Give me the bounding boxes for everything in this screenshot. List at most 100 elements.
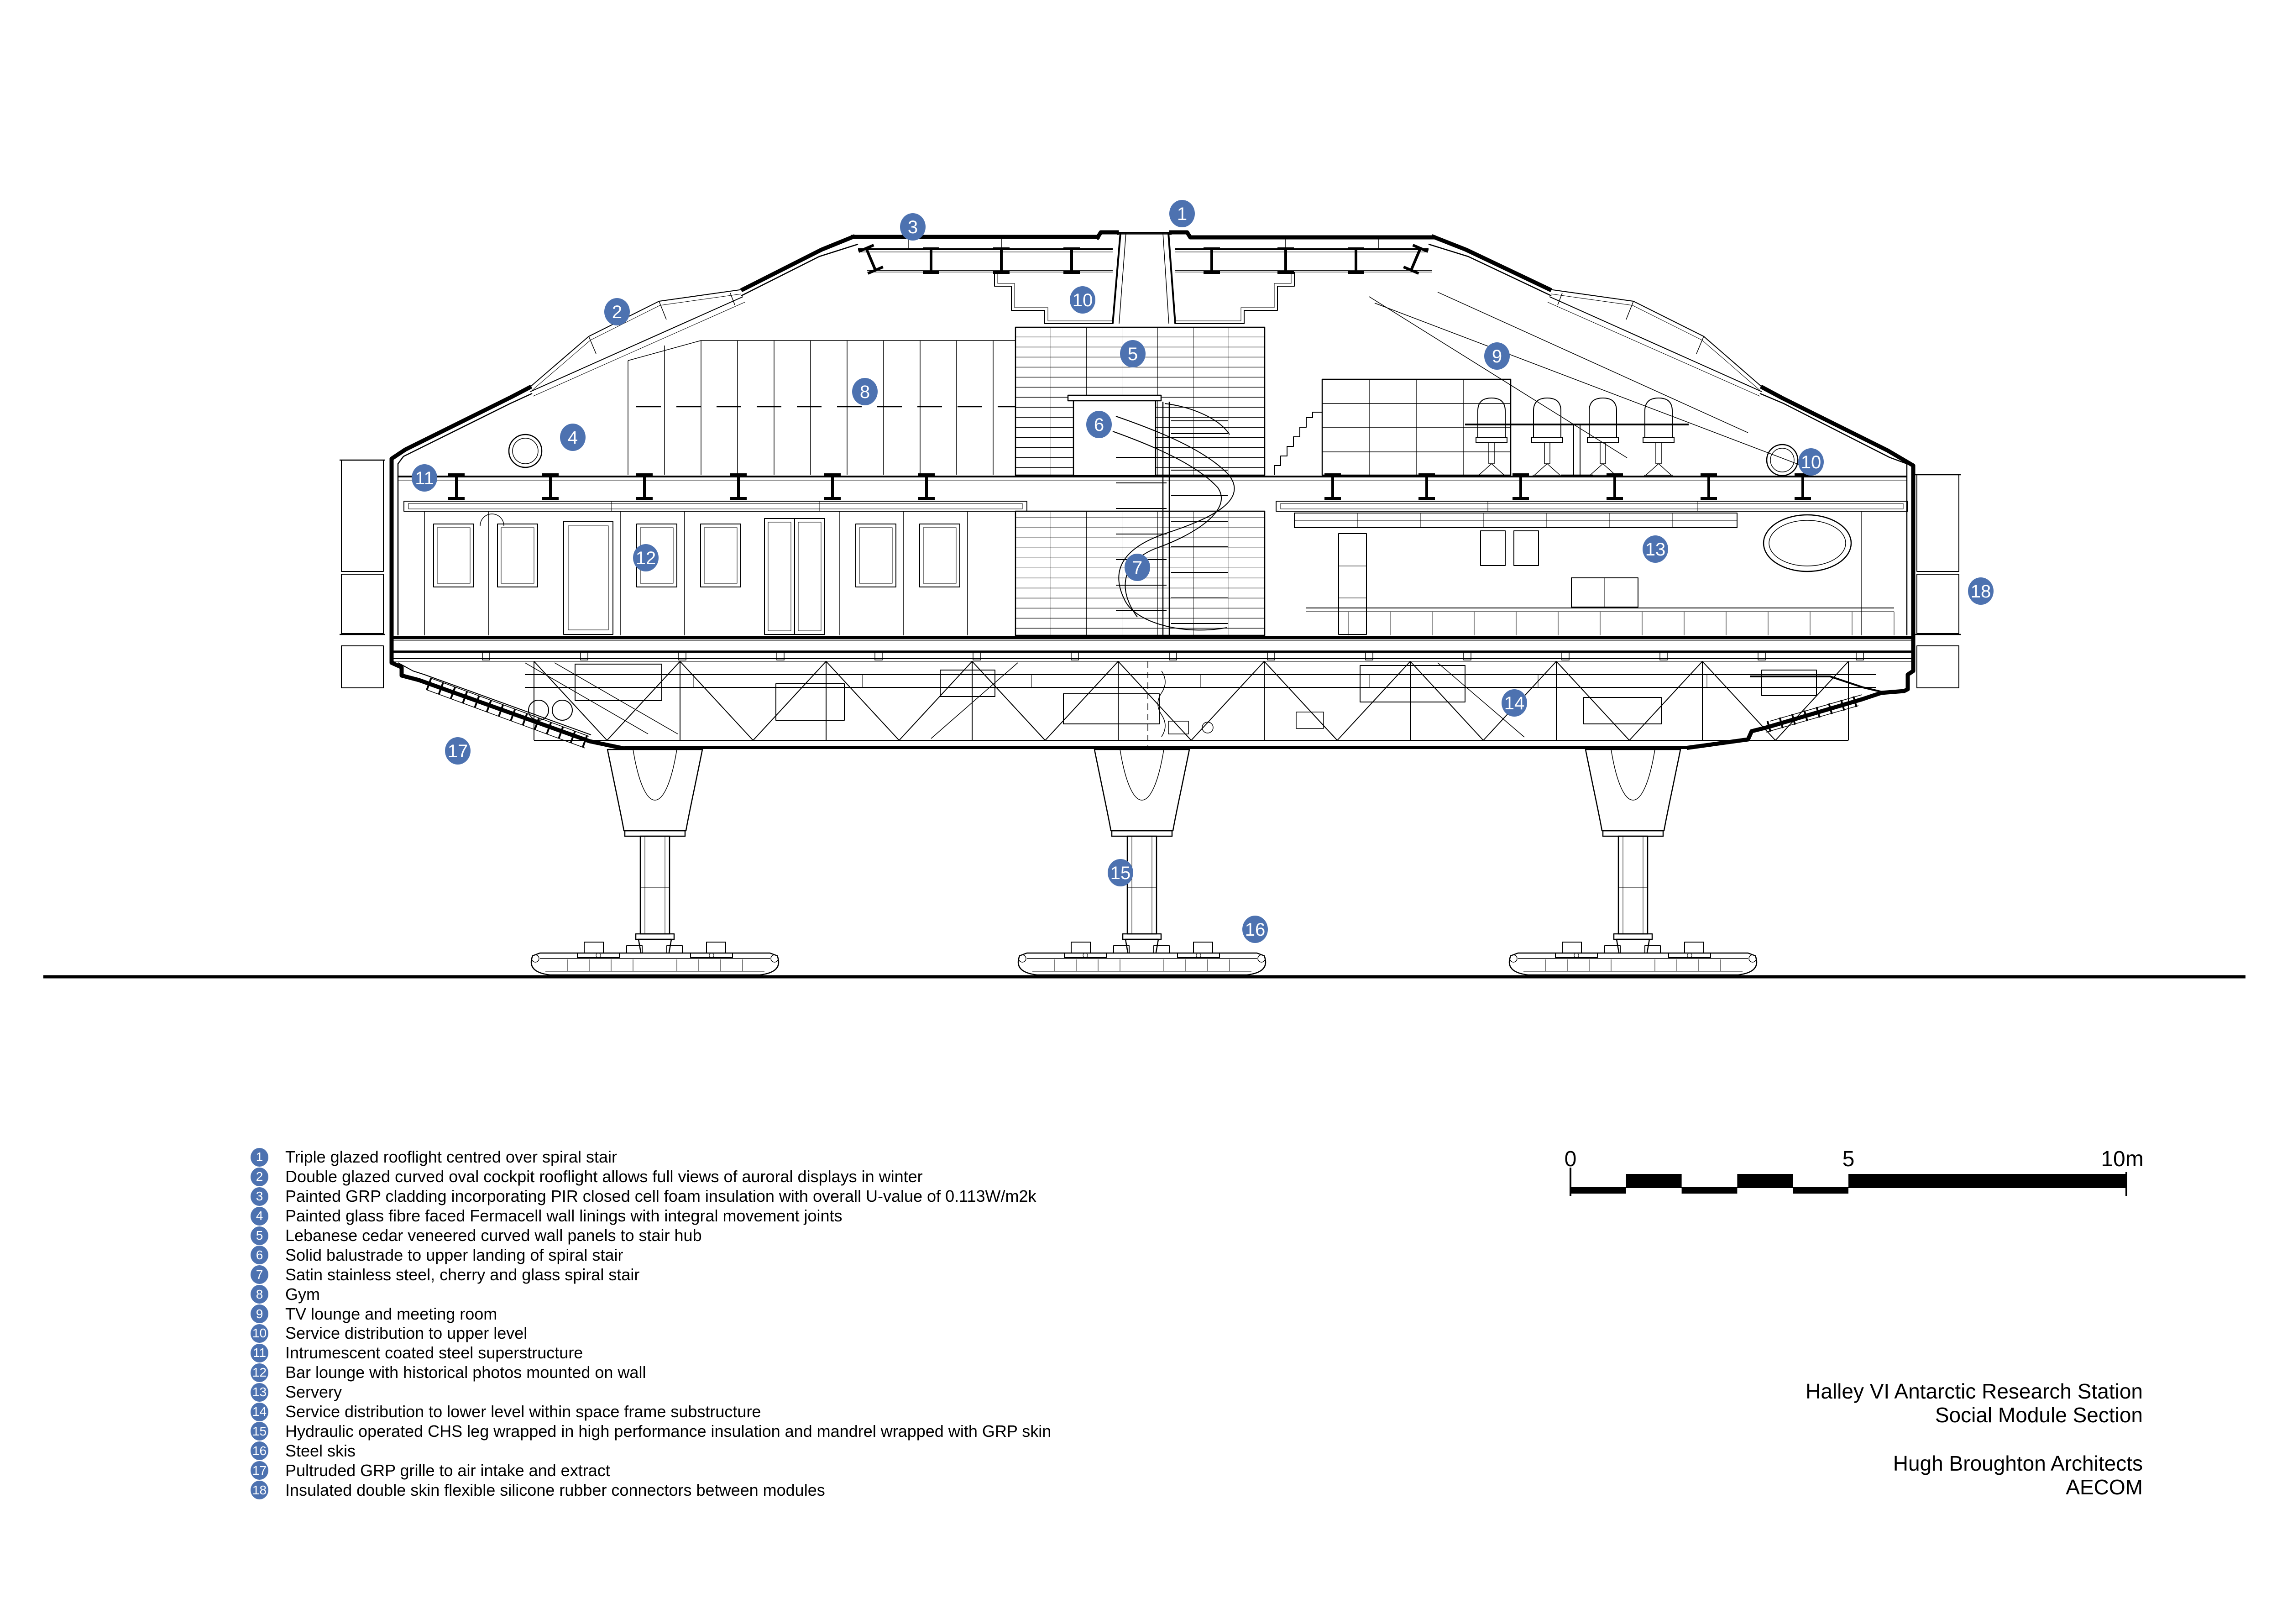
leg-right xyxy=(1585,749,1681,977)
title-block: Halley VI Antarctic Research Station Soc… xyxy=(1806,1379,2143,1499)
engineer-name: AECOM xyxy=(2066,1475,2143,1499)
upper-floor xyxy=(398,475,1908,512)
bottom-fairing-left xyxy=(389,633,627,751)
scale-label-0: 0 xyxy=(1564,1147,1577,1171)
legend-item-number: 6 xyxy=(251,1246,268,1265)
legend-item-text: Triple glazed rooflight centred over spi… xyxy=(285,1147,617,1167)
legend-item: 18 Insulated double skin flexible silicon… xyxy=(251,1480,1051,1500)
legend-item-number: 3 xyxy=(251,1187,268,1206)
svg-text:14: 14 xyxy=(1504,693,1525,713)
wall-dome-left xyxy=(480,513,504,526)
callout-marker: 14 xyxy=(1502,689,1527,717)
legend-item: 9 TV lounge and meeting room xyxy=(251,1304,1051,1324)
leg-center xyxy=(1094,749,1190,977)
gym xyxy=(480,340,1015,526)
legend-item-number: 11 xyxy=(251,1343,268,1362)
rooflight-tower xyxy=(1112,232,1176,324)
legend-item-text: Hydraulic operated CHS leg wrapped in hi… xyxy=(285,1421,1052,1441)
callout-marker: 1 xyxy=(1169,200,1195,227)
svg-text:16: 16 xyxy=(1245,920,1266,940)
scale-label-10m: 10m xyxy=(2101,1147,2144,1171)
legend-item-number: 4 xyxy=(251,1206,268,1226)
servery-hatch-oval xyxy=(1763,514,1852,572)
services-pipes xyxy=(524,661,1525,747)
main-deck xyxy=(391,636,1914,653)
legend-item-text: TV lounge and meeting room xyxy=(285,1304,497,1323)
drawing-title: Social Module Section xyxy=(1935,1403,2143,1427)
legend-item-text: Service distribution to upper level xyxy=(285,1324,528,1343)
bar-lounge xyxy=(404,511,1027,635)
legend-item-text: Insulated double skin flexible silicone … xyxy=(285,1480,825,1499)
legend-item-text: Painted GRP cladding incorporating PIR c… xyxy=(285,1187,1036,1206)
legend-item-number: 2 xyxy=(251,1167,268,1186)
porthole-left xyxy=(508,434,543,468)
callout-marker: 4 xyxy=(560,424,586,451)
shelving xyxy=(1321,378,1512,476)
legend-item-number: 16 xyxy=(251,1441,268,1461)
callout-marker: 11 xyxy=(412,464,437,492)
legend-item-number: 12 xyxy=(251,1363,268,1382)
legend-item-text: Painted glass fibre faced Fermacell wall… xyxy=(285,1206,843,1226)
meeting-table xyxy=(1465,424,1689,476)
svg-text:1: 1 xyxy=(1177,204,1187,224)
callout-marker: 18 xyxy=(1968,577,1994,605)
svg-text:9: 9 xyxy=(1492,346,1502,367)
scale-label-5: 5 xyxy=(1842,1147,1855,1171)
legend-item-number: 14 xyxy=(251,1402,268,1421)
legend-item-number: 10 xyxy=(251,1324,268,1343)
legend-item: 16 Steel skis xyxy=(251,1441,1051,1461)
landing-steps xyxy=(1274,412,1322,475)
tv-lounge xyxy=(1274,292,1807,477)
legend-item-text: Pultruded GRP grille to air intake and e… xyxy=(285,1461,610,1480)
callout-marker: 6 xyxy=(1086,411,1112,438)
svg-text:17: 17 xyxy=(448,741,468,761)
callout-marker: 15 xyxy=(1108,859,1133,886)
tall-cabinet xyxy=(1338,533,1367,635)
project-title: Halley VI Antarctic Research Station xyxy=(1806,1379,2143,1403)
svg-text:2: 2 xyxy=(612,302,622,322)
stair-balustrade xyxy=(1067,394,1162,477)
svg-text:6: 6 xyxy=(1094,415,1104,435)
svg-text:13: 13 xyxy=(1645,540,1666,560)
svg-text:4: 4 xyxy=(568,428,578,448)
legend-item-text: Bar lounge with historical photos mounte… xyxy=(285,1363,646,1382)
hull-envelope xyxy=(389,230,1916,638)
door-single xyxy=(563,521,613,635)
scale-bar xyxy=(1570,1168,2127,1196)
space-frame-substructure xyxy=(392,651,1913,747)
svg-text:5: 5 xyxy=(1128,344,1138,364)
callout-marker: 7 xyxy=(1125,554,1150,581)
svg-text:10: 10 xyxy=(1073,290,1093,310)
legend-item-text: Satin stainless steel, cherry and glass … xyxy=(285,1265,640,1284)
callout-marker: 17 xyxy=(445,737,471,765)
stair-hub xyxy=(1015,326,1266,636)
leg-left xyxy=(607,749,703,977)
legend-item-number: 18 xyxy=(251,1481,268,1500)
svg-text:12: 12 xyxy=(636,548,656,568)
legend-item: 10 Service distribution to upper level xyxy=(251,1324,1051,1343)
services-lower xyxy=(525,664,1876,734)
architect-name: Hugh Broughton Architects xyxy=(1893,1451,2143,1475)
module-connector-right xyxy=(1915,474,1961,688)
porthole-right xyxy=(1766,444,1799,477)
legend-item: 7 Satin stainless steel, cherry and glass… xyxy=(251,1265,1051,1284)
callout-marker: 10 xyxy=(1070,286,1095,314)
legend-item-number: 9 xyxy=(251,1304,268,1324)
legend-item-text: Steel skis xyxy=(285,1441,356,1460)
ceiling-band-right xyxy=(1276,501,1908,512)
ceiling-band-left xyxy=(403,501,1027,512)
callout-marker: 16 xyxy=(1242,916,1268,943)
legend-item-text: Double glazed curved oval cockpit roofli… xyxy=(285,1167,923,1186)
servery xyxy=(1276,511,1908,635)
legend-item-number: 7 xyxy=(251,1265,268,1284)
svg-text:3: 3 xyxy=(908,217,918,237)
